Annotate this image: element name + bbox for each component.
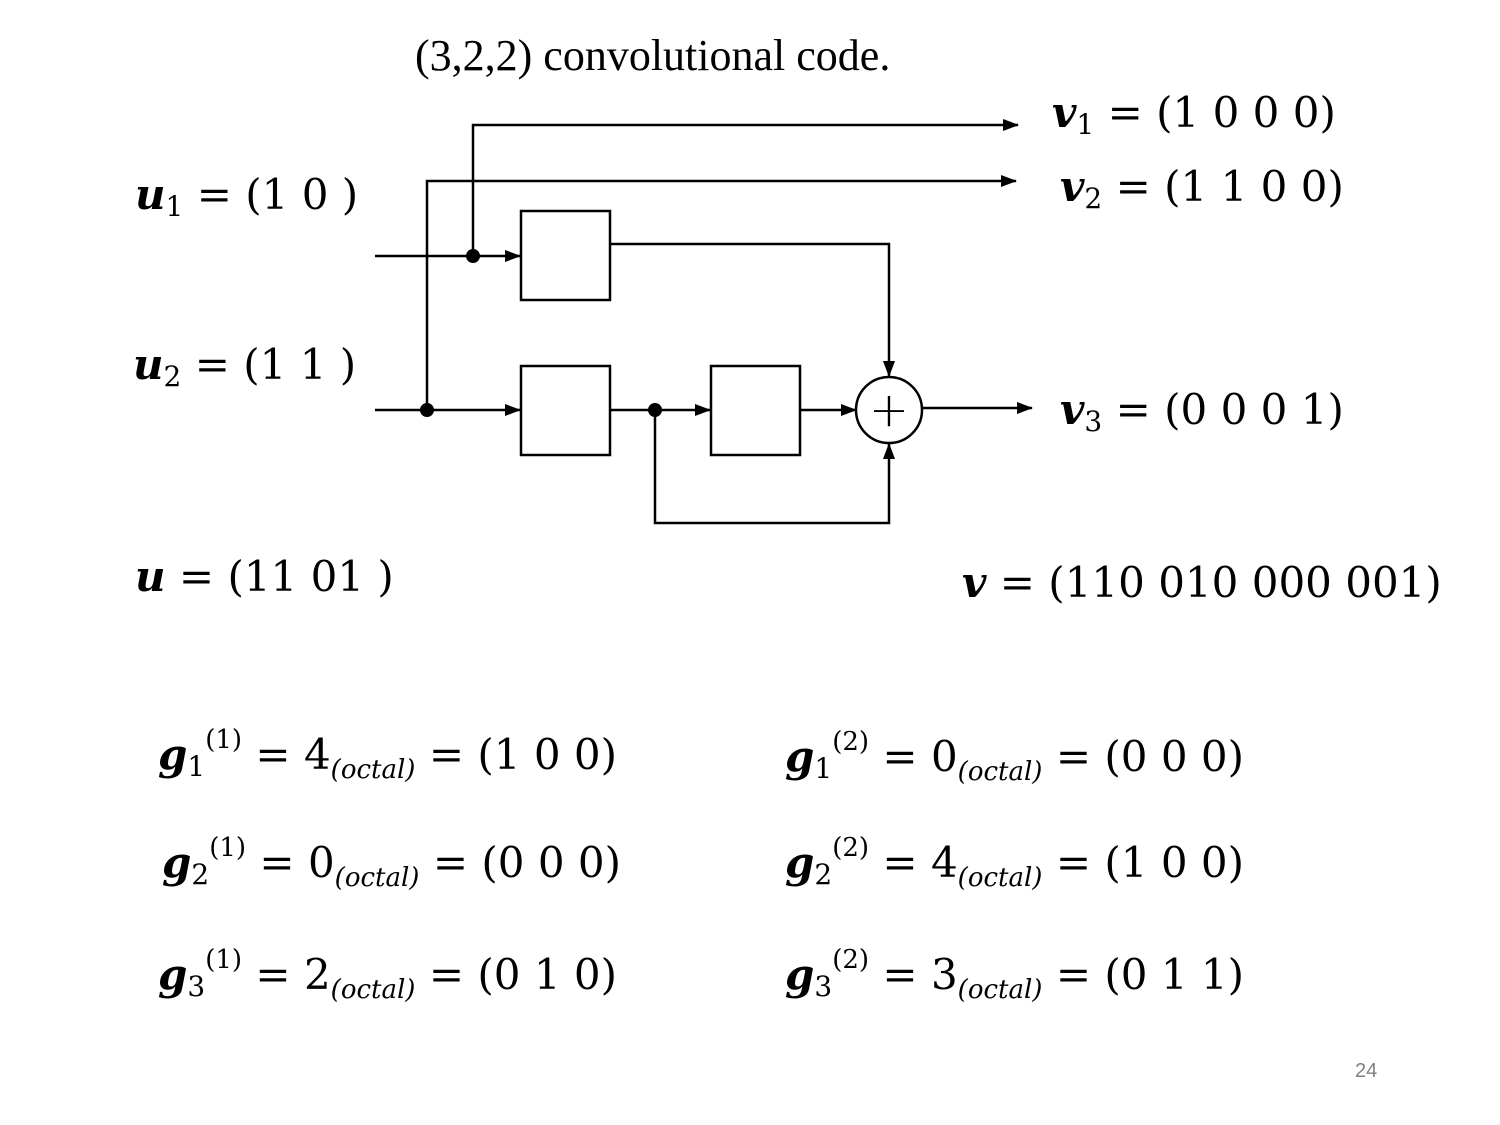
diagram-title: (3,2,2) convolutional code. xyxy=(415,31,891,80)
junction-dot xyxy=(466,249,480,263)
output-v: v = (110 010 000 001) xyxy=(962,558,1442,607)
line-to-v1 xyxy=(471,119,1019,256)
output-v2: v2 = (1 1 0 0) xyxy=(1060,162,1344,215)
input-u2: u2 = (1 1 ) xyxy=(133,340,357,393)
output-v1: v1 = (1 0 0 0) xyxy=(1052,88,1336,141)
adder-plus-icon: + xyxy=(869,382,909,438)
modulo2-adder xyxy=(854,375,924,445)
page-number: 24 xyxy=(1355,1060,1378,1082)
junction-dot xyxy=(648,403,662,417)
line-reg2-to-adder xyxy=(653,410,895,525)
generator-g1-2: g1(2) = 0(octal) = (0 0 0) xyxy=(785,727,1244,788)
shift-register-1 xyxy=(519,209,612,302)
generator-g3-1: g3(1) = 2(octal) = (0 1 0) xyxy=(158,945,617,1006)
shift-register-3 xyxy=(709,364,802,457)
junction-dot xyxy=(420,403,434,417)
line-to-v2 xyxy=(425,175,1017,410)
generator-g1-1: g1(1) = 4(octal) = (1 0 0) xyxy=(158,725,617,786)
generator-g3-2: g3(2) = 3(octal) = (0 1 1) xyxy=(785,945,1244,1006)
input-u: u = (11 01 ) xyxy=(135,552,394,601)
line-reg1-to-adder xyxy=(610,242,895,377)
output-v3: v3 = (0 0 0 1) xyxy=(1060,385,1344,438)
shift-register-2 xyxy=(519,364,612,457)
input-u1: u1 = (1 0 ) xyxy=(135,170,359,223)
generator-g2-1: g2(1) = 0(octal) = (0 0 0) xyxy=(162,833,621,894)
generator-g2-2: g2(2) = 4(octal) = (1 0 0) xyxy=(785,833,1244,894)
